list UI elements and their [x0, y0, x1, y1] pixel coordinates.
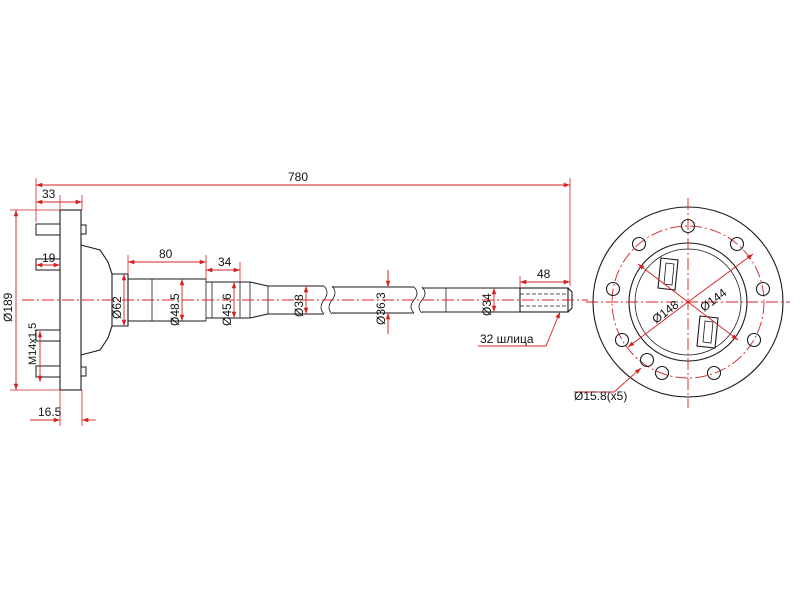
- label-diameter-45-6: Ø45.6: [220, 293, 234, 326]
- stud-lower: [35, 329, 61, 342]
- label-stud-protrusion: 19: [42, 251, 56, 265]
- label-bolt-holes: Ø15.8(x5): [574, 389, 627, 403]
- label-spline-count: 32 шлица: [480, 332, 534, 346]
- pitch-circle: [611, 225, 765, 379]
- label-overall-length: 780: [288, 170, 308, 184]
- front-dimension-labels: Ø148 Ø144 Ø15.8(x5): [574, 285, 730, 403]
- bolt-hole: [729, 236, 745, 252]
- bolt-hole: [746, 332, 762, 348]
- label-spline-length: 48: [537, 267, 551, 281]
- label-seat-length: 80: [159, 247, 173, 261]
- shaft-side-view: [59, 209, 573, 391]
- bolt-hole: [654, 365, 670, 381]
- bolt-hole: [706, 365, 722, 381]
- bolt-hole: [605, 281, 621, 297]
- label-flange-offset: 33: [42, 187, 56, 201]
- bolt-hole: [631, 236, 647, 252]
- side-dimensions: [10, 178, 571, 426]
- shaft-main: [268, 285, 324, 315]
- side-dimension-labels: 780 33 Ø189 19 M14x1.5 16.5 80 34 Ø62 Ø4…: [1, 170, 551, 419]
- bolt-hole: [639, 352, 655, 368]
- label-flange-thickness: 16.5: [38, 405, 62, 419]
- access-slots: [657, 257, 719, 349]
- shaft-section-45: [206, 281, 250, 319]
- label-diameter-36-3: Ø36.3: [374, 292, 388, 325]
- stud-top: [35, 223, 61, 236]
- bolt-hole: [755, 281, 771, 297]
- label-flange-diameter: Ø189: [1, 292, 15, 322]
- label-stud-thread: M14x1.5: [27, 323, 39, 365]
- flange-front-view: [586, 198, 790, 408]
- label-diameter-62: Ø62: [110, 296, 124, 319]
- shaft-end: [422, 287, 520, 313]
- label-diameter-38: Ø38: [292, 294, 306, 317]
- wheel-studs-side: [35, 223, 87, 378]
- bolt-hole: [614, 332, 630, 348]
- label-diameter-48-5: Ø48.5: [168, 293, 182, 326]
- bolt-holes: [605, 218, 771, 381]
- shaft-section-48: [128, 278, 206, 322]
- label-pcd-144: Ø144: [697, 285, 729, 314]
- shaft-taper: [249, 281, 269, 319]
- stud-bottom: [35, 365, 61, 378]
- front-dimensions: [574, 253, 754, 393]
- label-groove-length: 34: [218, 255, 232, 269]
- shaft-middle: [332, 286, 414, 314]
- label-diameter-34: Ø34: [480, 293, 494, 316]
